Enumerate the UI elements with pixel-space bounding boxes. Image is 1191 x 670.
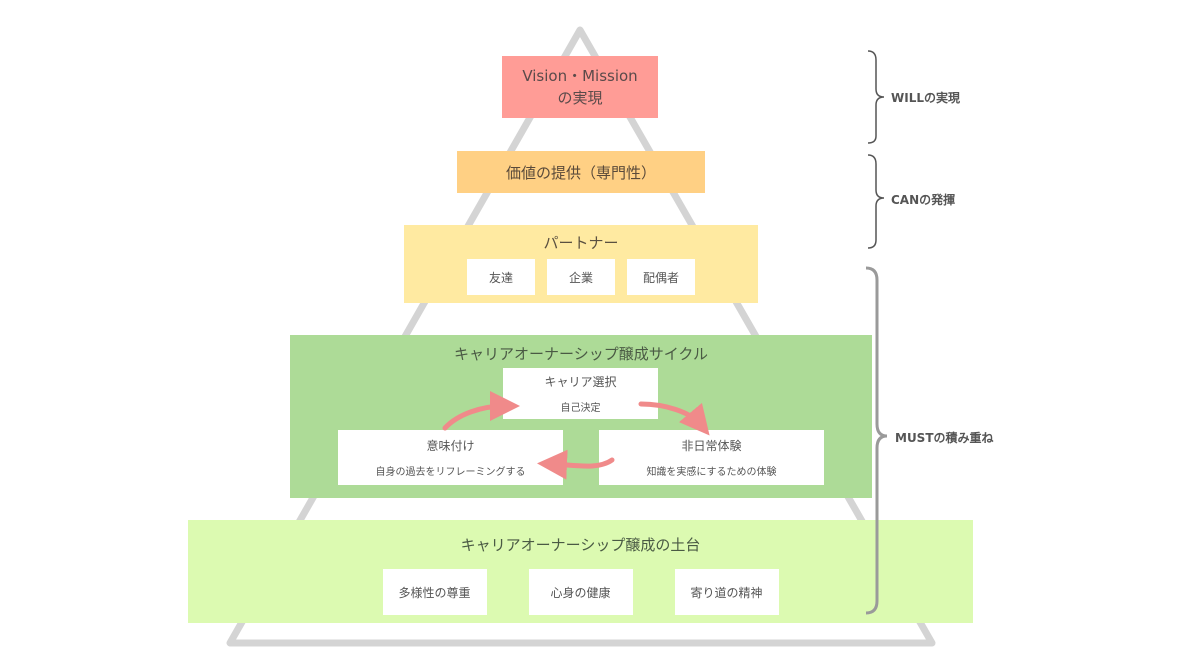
career-choice-title: キャリア選択 bbox=[544, 375, 617, 389]
will-bracket bbox=[867, 50, 885, 144]
foundation-item-diversity: 多様性の尊重 bbox=[382, 569, 487, 615]
career-choice-card: キャリア選択 自己決定 bbox=[503, 368, 658, 419]
partner-item-spouse: 配偶者 bbox=[627, 259, 695, 295]
experience-card: 非日常体験 知識を実感にするための体験 bbox=[599, 430, 824, 485]
meaning-card: 意味付け 自身の過去をリフレーミングする bbox=[338, 430, 563, 485]
foundation-title: キャリアオーナーシップ醸成の土台 bbox=[460, 536, 701, 554]
meaning-sub: 自身の過去をリフレーミングする bbox=[375, 467, 526, 478]
partner-item-friends: 友達 bbox=[467, 259, 535, 295]
career-cycle-tier: キャリアオーナーシップ醸成サイクル キャリア選択 自己決定 意味付け 自身の過去… bbox=[290, 335, 872, 498]
experience-sub: 知識を実感にするための体験 bbox=[646, 467, 777, 478]
can-bracket bbox=[867, 154, 885, 249]
foundation-item-detour: 寄り道の精神 bbox=[674, 569, 779, 615]
foundation-tier: キャリアオーナーシップ醸成の土台 多様性の尊重 心身の健康 寄り道の精神 bbox=[188, 520, 973, 623]
partner-item-company: 企業 bbox=[547, 259, 615, 295]
career-cycle-title: キャリアオーナーシップ醸成サイクル bbox=[454, 345, 708, 363]
foundation-item-health: 心身の健康 bbox=[528, 569, 633, 615]
vision-mission-line2: の実現 bbox=[557, 89, 603, 107]
value-provision-tier: 価値の提供（専門性） bbox=[457, 151, 705, 193]
partner-items: 友達 企業 配偶者 bbox=[467, 259, 695, 295]
can-label: CANの発揮 bbox=[891, 193, 956, 207]
career-choice-sub: 自己決定 bbox=[560, 403, 601, 414]
cycle-arrow-choice-to-experience bbox=[638, 401, 710, 436]
value-provision-title: 価値の提供（専門性） bbox=[505, 163, 656, 182]
will-label: WILLの実現 bbox=[891, 91, 960, 105]
cycle-arrow-meaning-to-choice bbox=[442, 391, 520, 431]
vision-mission-line1: Vision・Mission bbox=[522, 67, 638, 85]
meaning-title: 意味付け bbox=[426, 439, 475, 453]
foundation-items: 多様性の尊重 心身の健康 寄り道の精神 bbox=[382, 569, 779, 615]
must-label: MUSTの積み重ね bbox=[895, 431, 994, 445]
partner-tier: パートナー 友達 企業 配偶者 bbox=[404, 225, 758, 303]
cycle-arrow-experience-to-meaning bbox=[537, 449, 615, 480]
experience-title: 非日常体験 bbox=[681, 439, 742, 453]
partner-title: パートナー bbox=[543, 234, 619, 252]
must-bracket bbox=[865, 266, 888, 615]
vision-mission-tier: Vision・Mission の実現 bbox=[502, 56, 658, 118]
